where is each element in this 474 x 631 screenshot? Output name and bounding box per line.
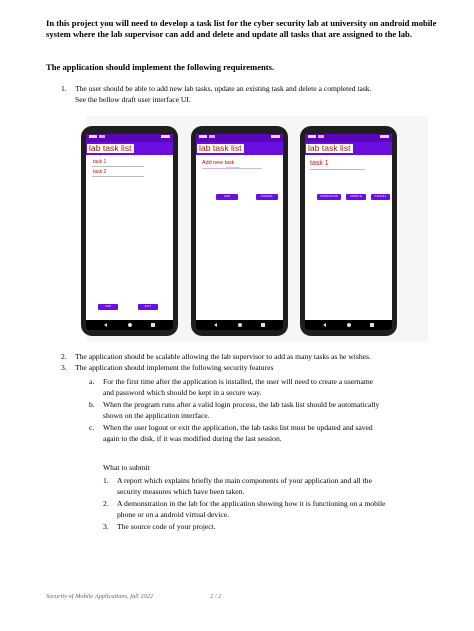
task-divider (92, 176, 144, 177)
phone-mockup-task-list: lab task list task 1 task 2 ADD EXIT (81, 126, 178, 336)
add-button[interactable]: ADD (98, 304, 118, 310)
req3-number: 3. (61, 363, 67, 372)
home-icon[interactable] (238, 323, 242, 327)
req2-text: The application should be scalable allow… (75, 352, 371, 361)
phone-mockup-edit-task: lab task list task 1 COMPLETED UPDATE CA… (300, 126, 397, 336)
exit-button[interactable]: EXIT (138, 304, 158, 310)
req1-number: 1. (61, 84, 67, 93)
nav-bar (305, 320, 392, 330)
intro-paragraph: In this project you will need to develop… (46, 18, 437, 39)
status-bar (196, 134, 283, 142)
phone-screen: lab task list task 1 task 2 ADD EXIT (86, 134, 173, 330)
task-item-1[interactable]: task 1 (93, 159, 107, 165)
req1-line1: The user should be able to add new lab t… (75, 84, 372, 93)
phone-screen: lab task list task 1 COMPLETED UPDATE CA… (305, 134, 392, 330)
phone-screen: lab task list Add new task ADD CANCEL (196, 134, 283, 330)
cancel-button[interactable]: CANCEL (371, 194, 390, 200)
req2-number: 2. (61, 352, 67, 361)
sub-c-label: c. (89, 423, 95, 432)
app-bar: lab task list (305, 142, 392, 155)
input-underline (202, 168, 262, 169)
sub-c-line2: again to the disk, if it was modified du… (103, 434, 282, 443)
app-title: lab task list (196, 143, 245, 154)
status-bar (305, 134, 392, 142)
sub-a-label: a. (89, 377, 95, 386)
completed-button[interactable]: COMPLETED (317, 194, 341, 200)
submit-item-1-line2: security measures which have been taken. (117, 487, 245, 496)
back-icon[interactable] (214, 323, 217, 327)
sub-a-line2: and password which should be kept in a s… (103, 388, 262, 397)
sub-b-line2: shown on the application interface. (103, 411, 210, 420)
recent-apps-icon[interactable] (370, 323, 374, 327)
submit-item-2-number: 2. (103, 499, 109, 508)
submit-item-3-line1: The source code of your project. (117, 522, 216, 531)
task-divider (92, 166, 144, 167)
submit-heading: What to submit (103, 463, 150, 472)
recent-apps-icon[interactable] (151, 323, 155, 327)
sub-c-line1: When the user logout or exit the applica… (103, 423, 373, 432)
back-icon[interactable] (323, 323, 326, 327)
app-bar: lab task list (196, 142, 283, 155)
app-bar: lab task list (86, 142, 173, 155)
nav-bar (196, 320, 283, 330)
nav-bar (86, 320, 173, 330)
footer-page-number: 2 / 2 (210, 593, 222, 600)
home-icon[interactable] (128, 323, 132, 327)
submit-item-1-number: 1. (103, 476, 109, 485)
new-task-input[interactable]: Add new task (202, 160, 235, 166)
requirements-heading: The application should implement the fol… (46, 62, 275, 72)
submit-item-1-line1: A report which explains briefly the main… (117, 476, 372, 485)
cancel-button[interactable]: CANCEL (256, 194, 278, 200)
back-icon[interactable] (104, 323, 107, 327)
add-button[interactable]: ADD (216, 194, 238, 200)
selected-task[interactable]: task 1 (310, 160, 329, 167)
task-underline (309, 169, 365, 170)
sub-b-line1: When the program runs after a valid logi… (103, 400, 380, 409)
sub-a-line1: For the first time after the application… (103, 377, 374, 386)
phone-mockup-add-task: lab task list Add new task ADD CANCEL (191, 126, 288, 336)
update-button[interactable]: UPDATE (346, 194, 366, 200)
status-bar (86, 134, 173, 142)
footer-course: Security of Mobile Applications, fall 20… (46, 593, 154, 600)
sub-b-label: b. (89, 400, 95, 409)
recent-apps-icon[interactable] (261, 323, 265, 327)
submit-item-2-line1: A demonstration in the lab for the appli… (117, 499, 386, 508)
home-icon[interactable] (347, 323, 351, 327)
input-hint (226, 167, 240, 168)
req1-line2: See the bellow draft user interface UI. (75, 95, 191, 104)
app-title: lab task list (305, 143, 354, 154)
submit-item-3-number: 3. (103, 522, 109, 531)
submit-item-2-line2: phone or on a android virtual device. (117, 510, 229, 519)
task-item-2[interactable]: task 2 (93, 169, 107, 175)
req3-text: The application should implement the fol… (75, 363, 274, 372)
app-title: lab task list (86, 143, 135, 154)
